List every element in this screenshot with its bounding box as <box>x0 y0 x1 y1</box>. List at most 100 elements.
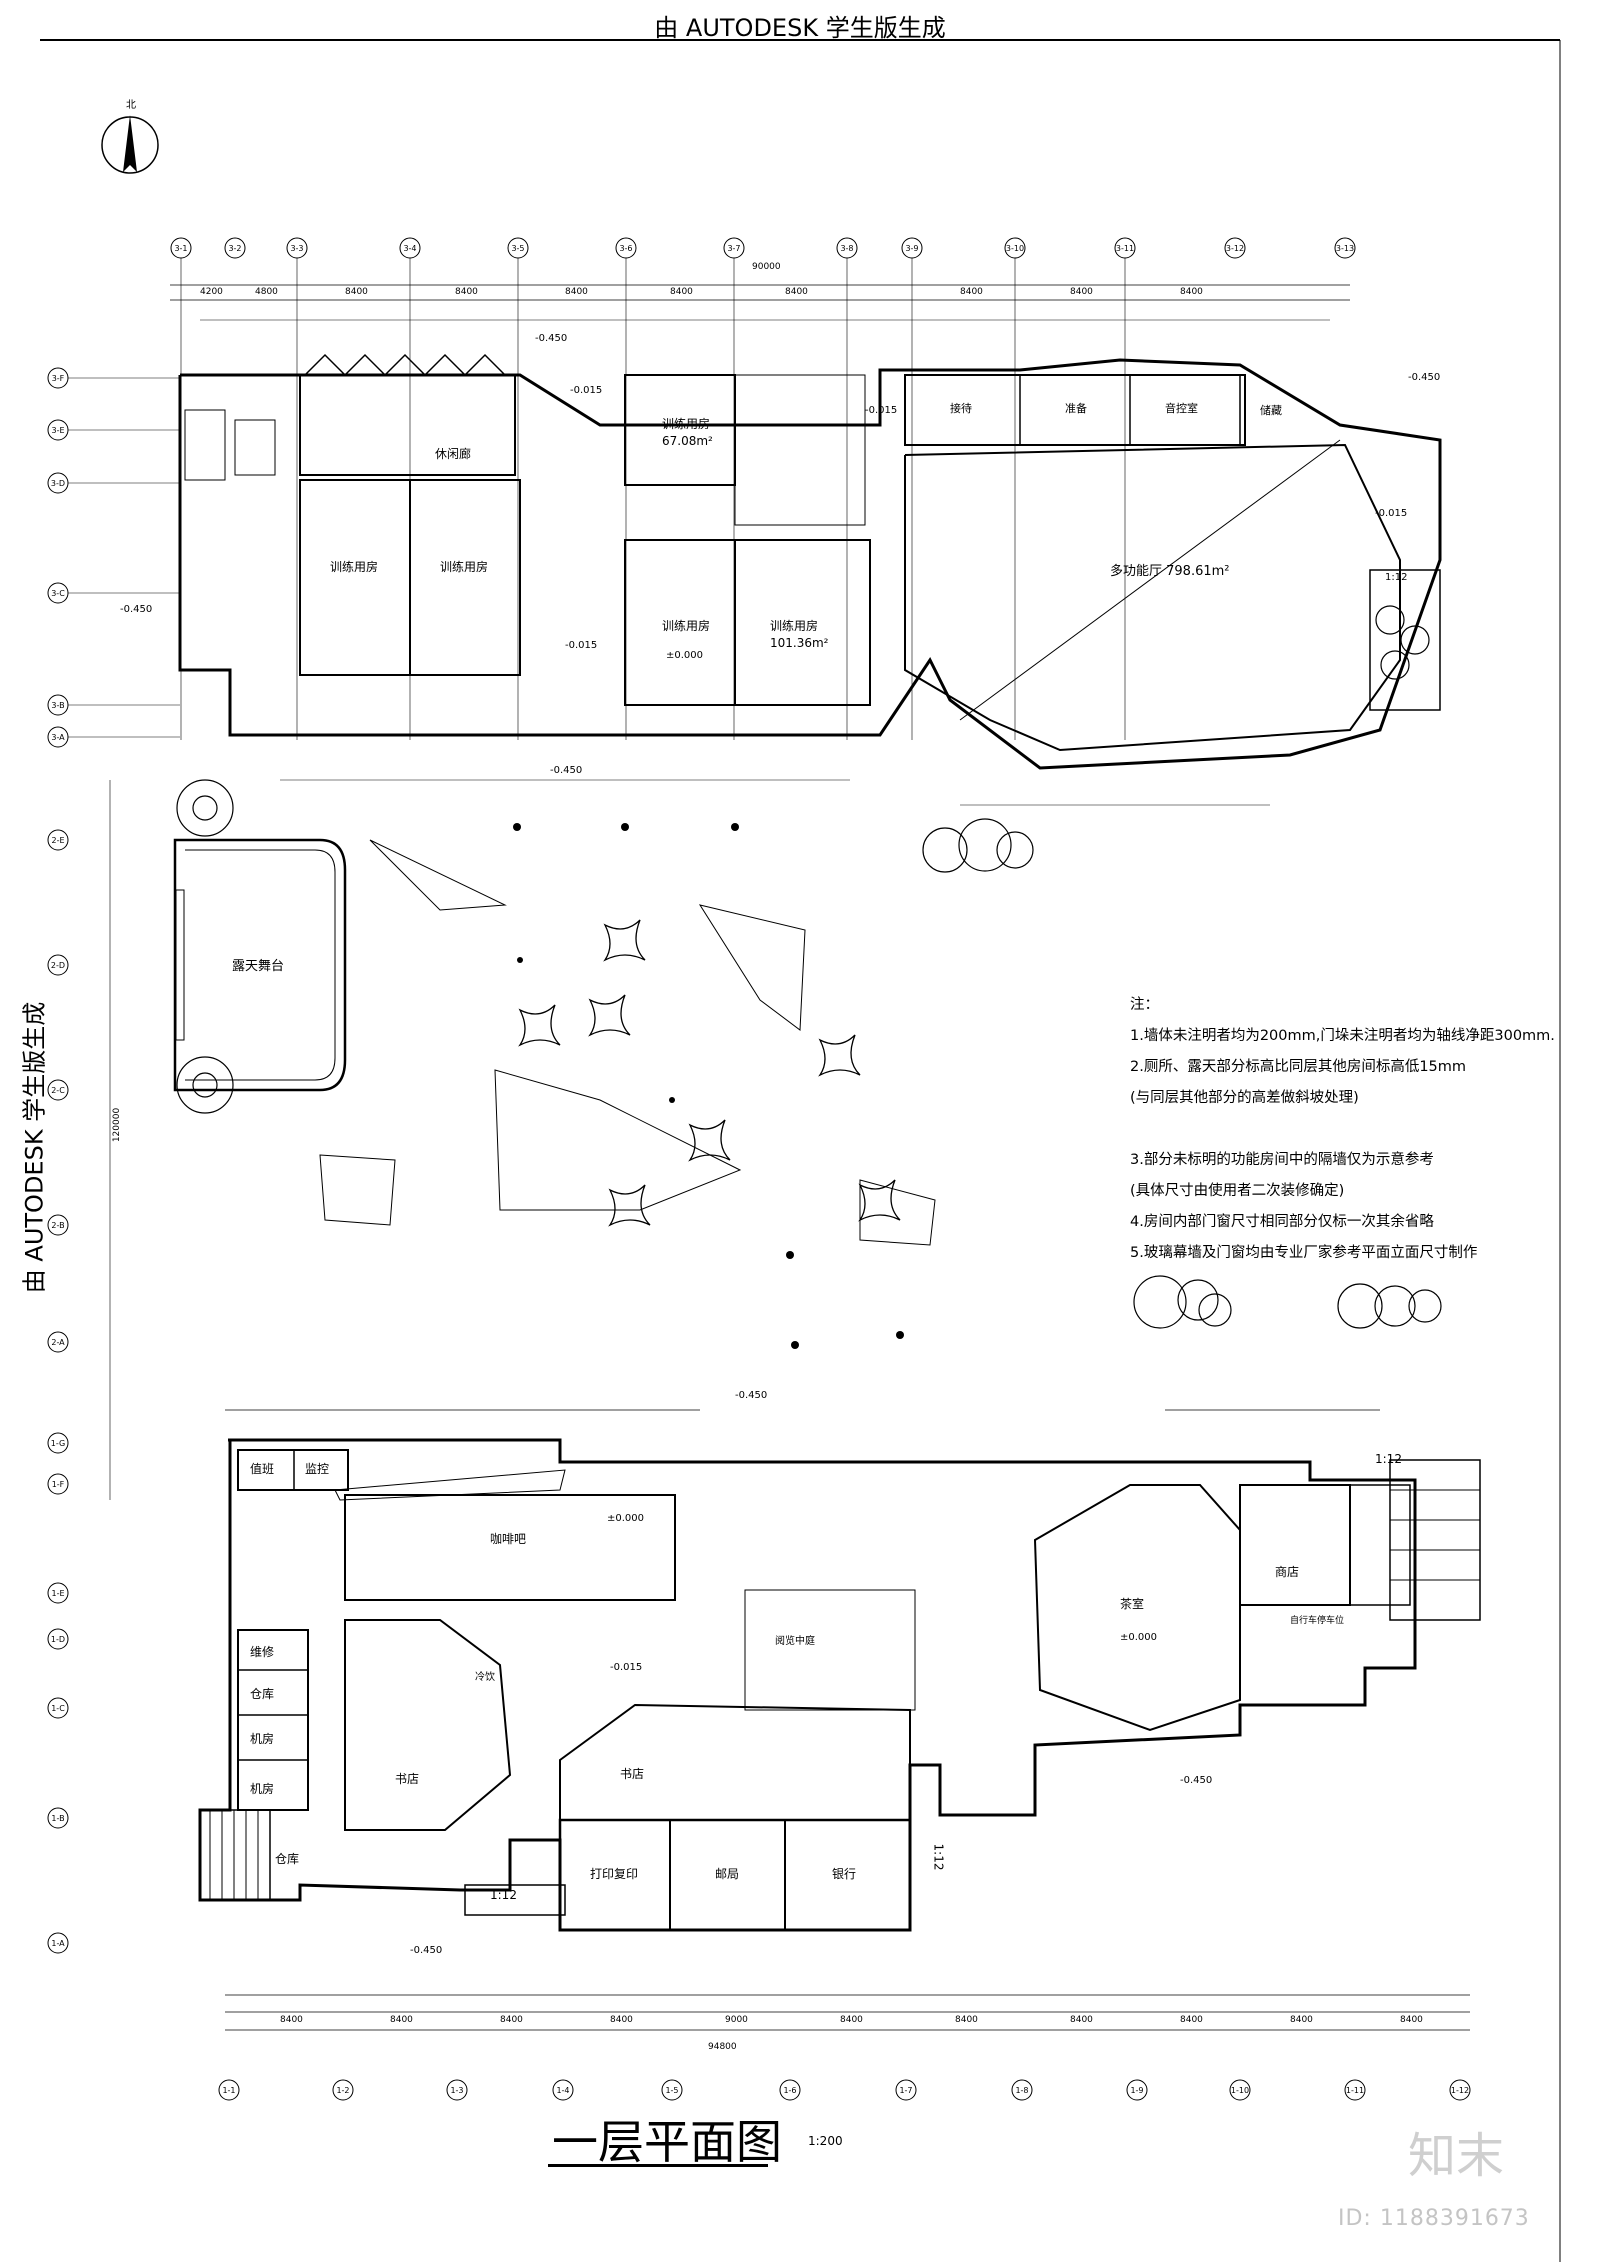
room-post: 邮局 <box>715 1867 740 1881</box>
level-mark: -0.015 <box>865 405 898 416</box>
room-atrium: 阅览中庭 <box>775 1636 815 1647</box>
elevation-upper: ±0.000 <box>666 650 704 661</box>
dim-lower-bay: 8400 <box>610 2015 633 2025</box>
dim-lower-bay: 8400 <box>390 2015 413 2025</box>
dim-upper-bay: 4200 <box>200 287 223 297</box>
lower-dim-lines <box>225 1409 1470 2031</box>
lower-building <box>198 1438 1481 1932</box>
dim-lower-total: 94800 <box>708 2042 737 2052</box>
dim-upper-bay: 4800 <box>255 287 278 297</box>
upper-row-labels: 3-F3-E3-D 3-C3-B3-A <box>51 374 65 742</box>
room-train-1: 训练用房 <box>662 417 711 431</box>
axis-3-2: 3-2 <box>228 244 241 253</box>
svg-text:1-3: 1-3 <box>450 2086 463 2095</box>
svg-text:1-12: 1-12 <box>1451 2086 1469 2095</box>
level-mark: -0.450 <box>735 1390 768 1401</box>
ramp-slope: 1:12 <box>1375 1452 1402 1466</box>
room-train-1-area: 67.08m² <box>662 434 713 448</box>
level-mark: -0.450 <box>1180 1775 1213 1786</box>
level-mark: -0.015 <box>570 385 603 396</box>
axis-3-9: 3-9 <box>905 244 918 253</box>
room-cafe: 咖啡吧 <box>490 1532 527 1546</box>
watermark-id: ID: 1188391673 <box>1338 2206 1530 2231</box>
room-multi-hall: 多功能厅 798.61m² <box>1110 564 1230 579</box>
north-label: 北 <box>126 100 136 111</box>
note-5: 5.玻璃幕墙及门窗均由专业厂家参考平面立面尺寸制作 <box>1130 1245 1478 1261</box>
note-3: 3.部分未标明的功能房间中的隔墙仅为示意参考 <box>1130 1152 1434 1168</box>
axis-3-12: 3-12 <box>1226 244 1244 253</box>
room-train-3: 训练用房 <box>440 560 489 574</box>
svg-text:3-F: 3-F <box>52 374 65 383</box>
axis-3-7: 3-7 <box>727 244 740 253</box>
dim-upper-bay: 8400 <box>960 287 983 297</box>
svg-text:2-C: 2-C <box>51 1086 65 1095</box>
room-storage: 储藏 <box>1260 404 1282 417</box>
room-mech-1: 机房 <box>250 1732 275 1746</box>
dim-upper-bay: 8400 <box>785 287 808 297</box>
room-prep: 准备 <box>1065 402 1087 415</box>
drawing-title: 一层平面图 <box>552 2115 782 2169</box>
level-mark: -0.015 <box>1375 508 1408 519</box>
note-3-detail: (具体尺寸由使用者二次装修确定) <box>1130 1183 1345 1199</box>
room-sound: 音控室 <box>1165 402 1198 415</box>
level-mark: -0.015 <box>610 1662 643 1673</box>
drawing-scale: 1:200 <box>808 2134 843 2148</box>
note-2: 2.厕所、露天部分标高比同层其他房间标高低15mm <box>1130 1059 1467 1075</box>
upper-axis-labels: 3-1 3-2 3-3 3-4 3-5 3-6 3-7 3-8 3-9 3-10… <box>174 244 1354 253</box>
dim-upper-bay: 8400 <box>670 287 693 297</box>
svg-text:1-G: 1-G <box>51 1439 65 1448</box>
axis-3-3: 3-3 <box>290 244 303 253</box>
dim-lower-bay: 8400 <box>500 2015 523 2025</box>
room-book-2: 书店 <box>620 1767 645 1781</box>
dim-upper-bay: 8400 <box>455 287 478 297</box>
svg-text:1-E: 1-E <box>51 1589 64 1598</box>
room-train-4: 训练用房 <box>662 619 711 633</box>
room-monitor: 监控 <box>305 1462 330 1476</box>
dim-site-total: 120000 <box>112 1107 123 1143</box>
site-hatching <box>319 839 936 1501</box>
level-mark: -0.015 <box>565 640 598 651</box>
svg-text:2-A: 2-A <box>51 1338 65 1347</box>
level-mark: -0.450 <box>550 765 583 776</box>
room-reception: 接待 <box>950 402 972 415</box>
stage-label: 露天舞台 <box>232 959 285 974</box>
axis-3-10: 3-10 <box>1006 244 1024 253</box>
axis-3-5: 3-5 <box>511 244 524 253</box>
svg-text:3-B: 3-B <box>51 701 64 710</box>
bike-parking: 自行车停车位 <box>1290 1616 1345 1626</box>
note-2-detail: (与同层其他部分的高差做斜坡处理) <box>1130 1090 1359 1106</box>
level-mark: -0.450 <box>410 1945 443 1956</box>
dim-lower-bay: 8400 <box>280 2015 303 2025</box>
north-arrow-icon <box>101 115 159 174</box>
axis-3-8: 3-8 <box>840 244 853 253</box>
svg-text:1-10: 1-10 <box>1231 2086 1249 2095</box>
axis-3-4: 3-4 <box>403 244 416 253</box>
svg-text:1-5: 1-5 <box>665 2086 678 2095</box>
ramp-slope: 1:12 <box>931 1843 946 1871</box>
svg-text:3-D: 3-D <box>51 479 65 488</box>
level-mark: -0.450 <box>535 333 568 344</box>
svg-text:2-E: 2-E <box>51 836 64 845</box>
room-repair: 维修 <box>250 1645 275 1659</box>
dim-upper-bay: 8400 <box>345 287 368 297</box>
level-mark: -0.450 <box>120 604 153 615</box>
svg-text:1-6: 1-6 <box>783 2086 796 2095</box>
svg-text:1-9: 1-9 <box>1130 2086 1143 2095</box>
upper-row-bubbles <box>47 367 180 748</box>
tree-icon <box>176 605 1442 1329</box>
autodesk-stamp-top: 由 AUTODESK 学生版生成 <box>654 14 946 42</box>
ramp-slope: 1:12 <box>1385 572 1408 583</box>
axis-3-11: 3-11 <box>1116 244 1134 253</box>
elevation-tea: ±0.000 <box>1120 1632 1158 1643</box>
svg-text:1-F: 1-F <box>52 1480 65 1489</box>
design-notes: 注： 1.墙体未注明者均为200mm,门垛未注明者均为轴线净距300mm. 2.… <box>1130 990 1590 1269</box>
room-store-1: 仓库 <box>250 1687 275 1701</box>
note-1: 1.墙体未注明者均为200mm,门垛未注明者均为轴线净距300mm. <box>1130 1028 1555 1044</box>
watermark-logo: 知末 <box>1408 2128 1505 2184</box>
outdoor-stage <box>173 838 347 1092</box>
room-print: 打印复印 <box>590 1867 639 1881</box>
dim-lower-bay: 8400 <box>1070 2015 1093 2025</box>
site-row-labels: 2-E2-D2-C 2-B2-A <box>51 836 65 1347</box>
dim-lower-bay: 8400 <box>840 2015 863 2025</box>
